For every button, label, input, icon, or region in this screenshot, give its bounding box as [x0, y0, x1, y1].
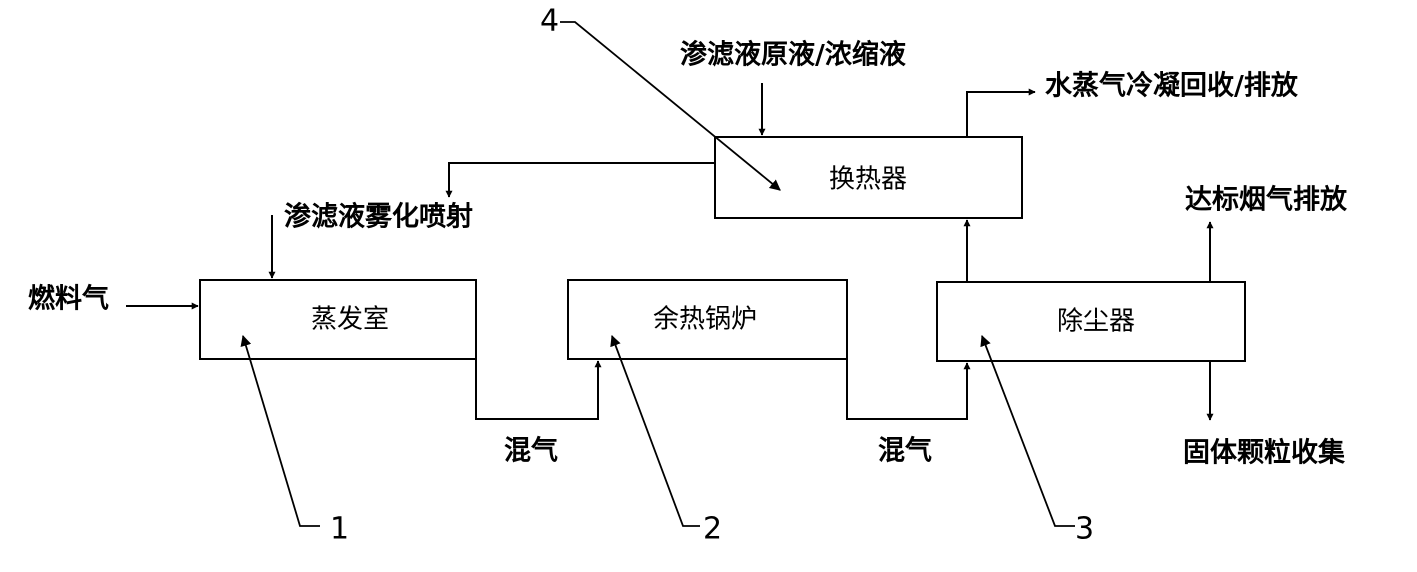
dust-collector-label: 除尘器	[1057, 307, 1135, 337]
reference-number-3: 3	[1075, 512, 1094, 547]
reference-number-4: 4	[540, 4, 559, 39]
heat-exchanger-box: 换热器	[714, 136, 1023, 219]
heat-exchanger-label: 换热器	[829, 165, 907, 195]
steam-output-arrow	[966, 88, 1036, 137]
flue-gas-label: 达标烟气排放	[1185, 184, 1348, 216]
reference-number-2: 2	[703, 512, 722, 547]
evaporation-chamber-box: 蒸发室	[199, 279, 477, 360]
leader-line-4	[560, 21, 781, 191]
fuel-gas-label: 燃料气	[28, 284, 109, 315]
mixed-gas-line-2	[846, 359, 971, 420]
mixed-gas-label-1: 混气	[504, 436, 558, 467]
mixed-gas-line-1	[475, 359, 602, 420]
dust-collector-box: 除尘器	[936, 281, 1246, 362]
leachate-spray-label: 渗滤液雾化喷射	[284, 201, 473, 233]
leader-line-1	[240, 334, 320, 527]
waste-heat-boiler-label: 余热锅炉	[653, 305, 757, 335]
heat-exchanger-to-spray-line	[445, 162, 715, 198]
leader-line-2	[610, 334, 700, 527]
evaporation-chamber-label: 蒸发室	[311, 305, 389, 335]
steam-output-label: 水蒸气冷凝回收/排放	[1045, 70, 1299, 102]
leachate-input-label: 渗滤液原液/浓缩液	[680, 39, 906, 71]
waste-heat-boiler-box: 余热锅炉	[567, 279, 848, 360]
mixed-gas-label-2: 混气	[878, 436, 932, 467]
solid-collection-label: 固体颗粒收集	[1183, 437, 1346, 469]
reference-number-1: 1	[330, 512, 349, 547]
leader-line-3	[980, 334, 1075, 527]
